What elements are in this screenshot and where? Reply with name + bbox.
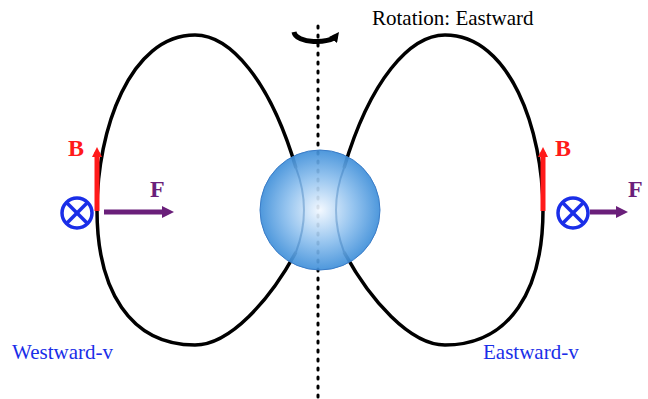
rotation-label: Rotation: Eastward <box>372 8 534 29</box>
force-arrow <box>590 210 622 215</box>
velocity-label: Eastward-v <box>483 342 579 363</box>
b-field-label: B <box>68 136 84 160</box>
force-label: F <box>628 177 643 201</box>
field-line <box>296 168 304 252</box>
b-field-label: B <box>555 136 571 160</box>
into-page-symbol <box>62 198 92 228</box>
b-field-arrow <box>541 152 546 211</box>
force-arrow <box>104 210 168 215</box>
velocity-label: Westward-v <box>12 342 113 363</box>
b-field-arrow <box>95 152 100 211</box>
force-label: F <box>150 177 165 201</box>
rotation-arrow <box>294 32 336 42</box>
field-line <box>336 168 344 252</box>
into-page-symbol <box>558 198 588 228</box>
planet <box>260 150 380 270</box>
